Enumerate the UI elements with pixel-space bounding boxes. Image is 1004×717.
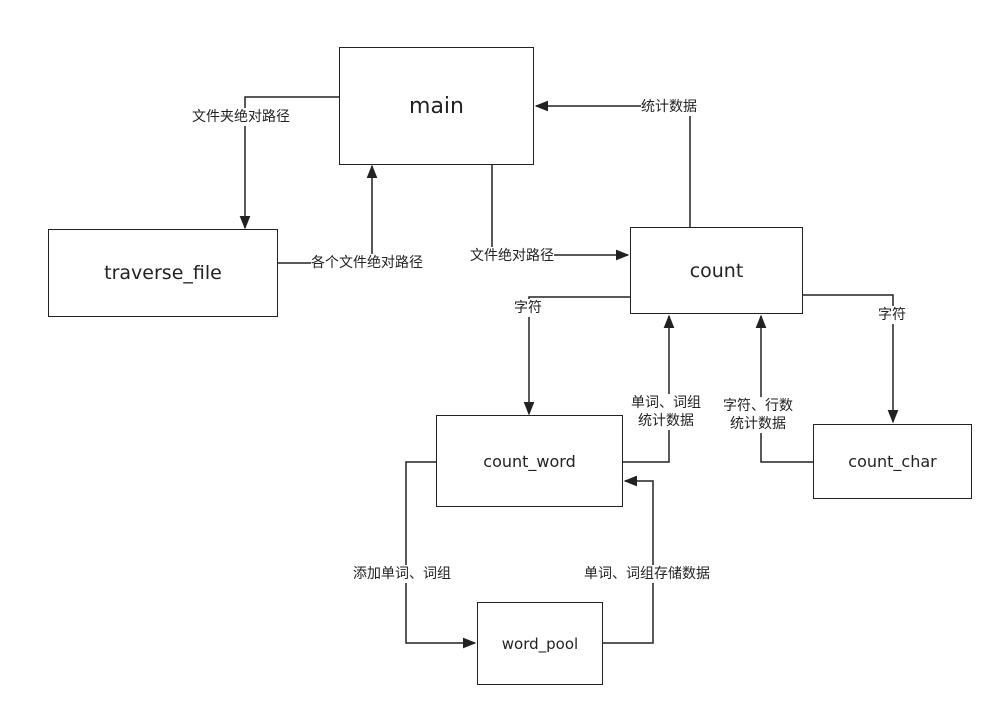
node-count-word[interactable]: count_word xyxy=(436,415,623,507)
edge-main-to-count xyxy=(491,165,630,261)
label-line: 统计数据 xyxy=(730,416,786,432)
node-word-pool[interactable]: word_pool xyxy=(477,602,603,685)
label-count-char-to-count: 字符、行数 统计数据 xyxy=(723,397,793,433)
label-main-to-count: 文件绝对路径 xyxy=(470,247,554,265)
label-line: 统计数据 xyxy=(638,413,694,429)
edge-count-char-to-count xyxy=(755,314,813,463)
edge-count-to-main xyxy=(534,100,691,227)
node-count-char[interactable]: count_char xyxy=(813,424,972,499)
node-traverse-file[interactable]: traverse_file xyxy=(48,229,278,317)
node-count[interactable]: count xyxy=(630,227,803,314)
edge-count-word-to-word-pool xyxy=(405,461,477,649)
edge-main-to-traverse-file xyxy=(239,96,339,230)
edge-word-pool-to-count-word xyxy=(603,475,654,644)
label-count-word-to-word-pool: 添加单词、词组 xyxy=(353,565,451,583)
edge-count-to-count-char xyxy=(803,294,899,424)
label-word-pool-to-count-word: 单词、词组存储数据 xyxy=(584,565,710,583)
edge-count-word-to-count xyxy=(623,314,675,463)
label-line: 字符、行数 xyxy=(723,398,793,414)
label-count-to-count-word: 字符 xyxy=(514,299,542,317)
edge-count-to-count-word xyxy=(523,296,630,416)
label-traverse-file-to-main: 各个文件绝对路径 xyxy=(311,254,423,272)
label-count-word-to-count: 单词、词组 统计数据 xyxy=(631,394,701,430)
label-count-to-count-char: 字符 xyxy=(878,306,906,324)
label-line: 单词、词组 xyxy=(631,395,701,411)
node-main[interactable]: main xyxy=(339,47,534,165)
edge-traverse-file-to-main xyxy=(278,164,378,264)
label-main-to-traverse-file: 文件夹绝对路径 xyxy=(192,108,290,126)
label-count-to-main: 统计数据 xyxy=(641,98,697,116)
